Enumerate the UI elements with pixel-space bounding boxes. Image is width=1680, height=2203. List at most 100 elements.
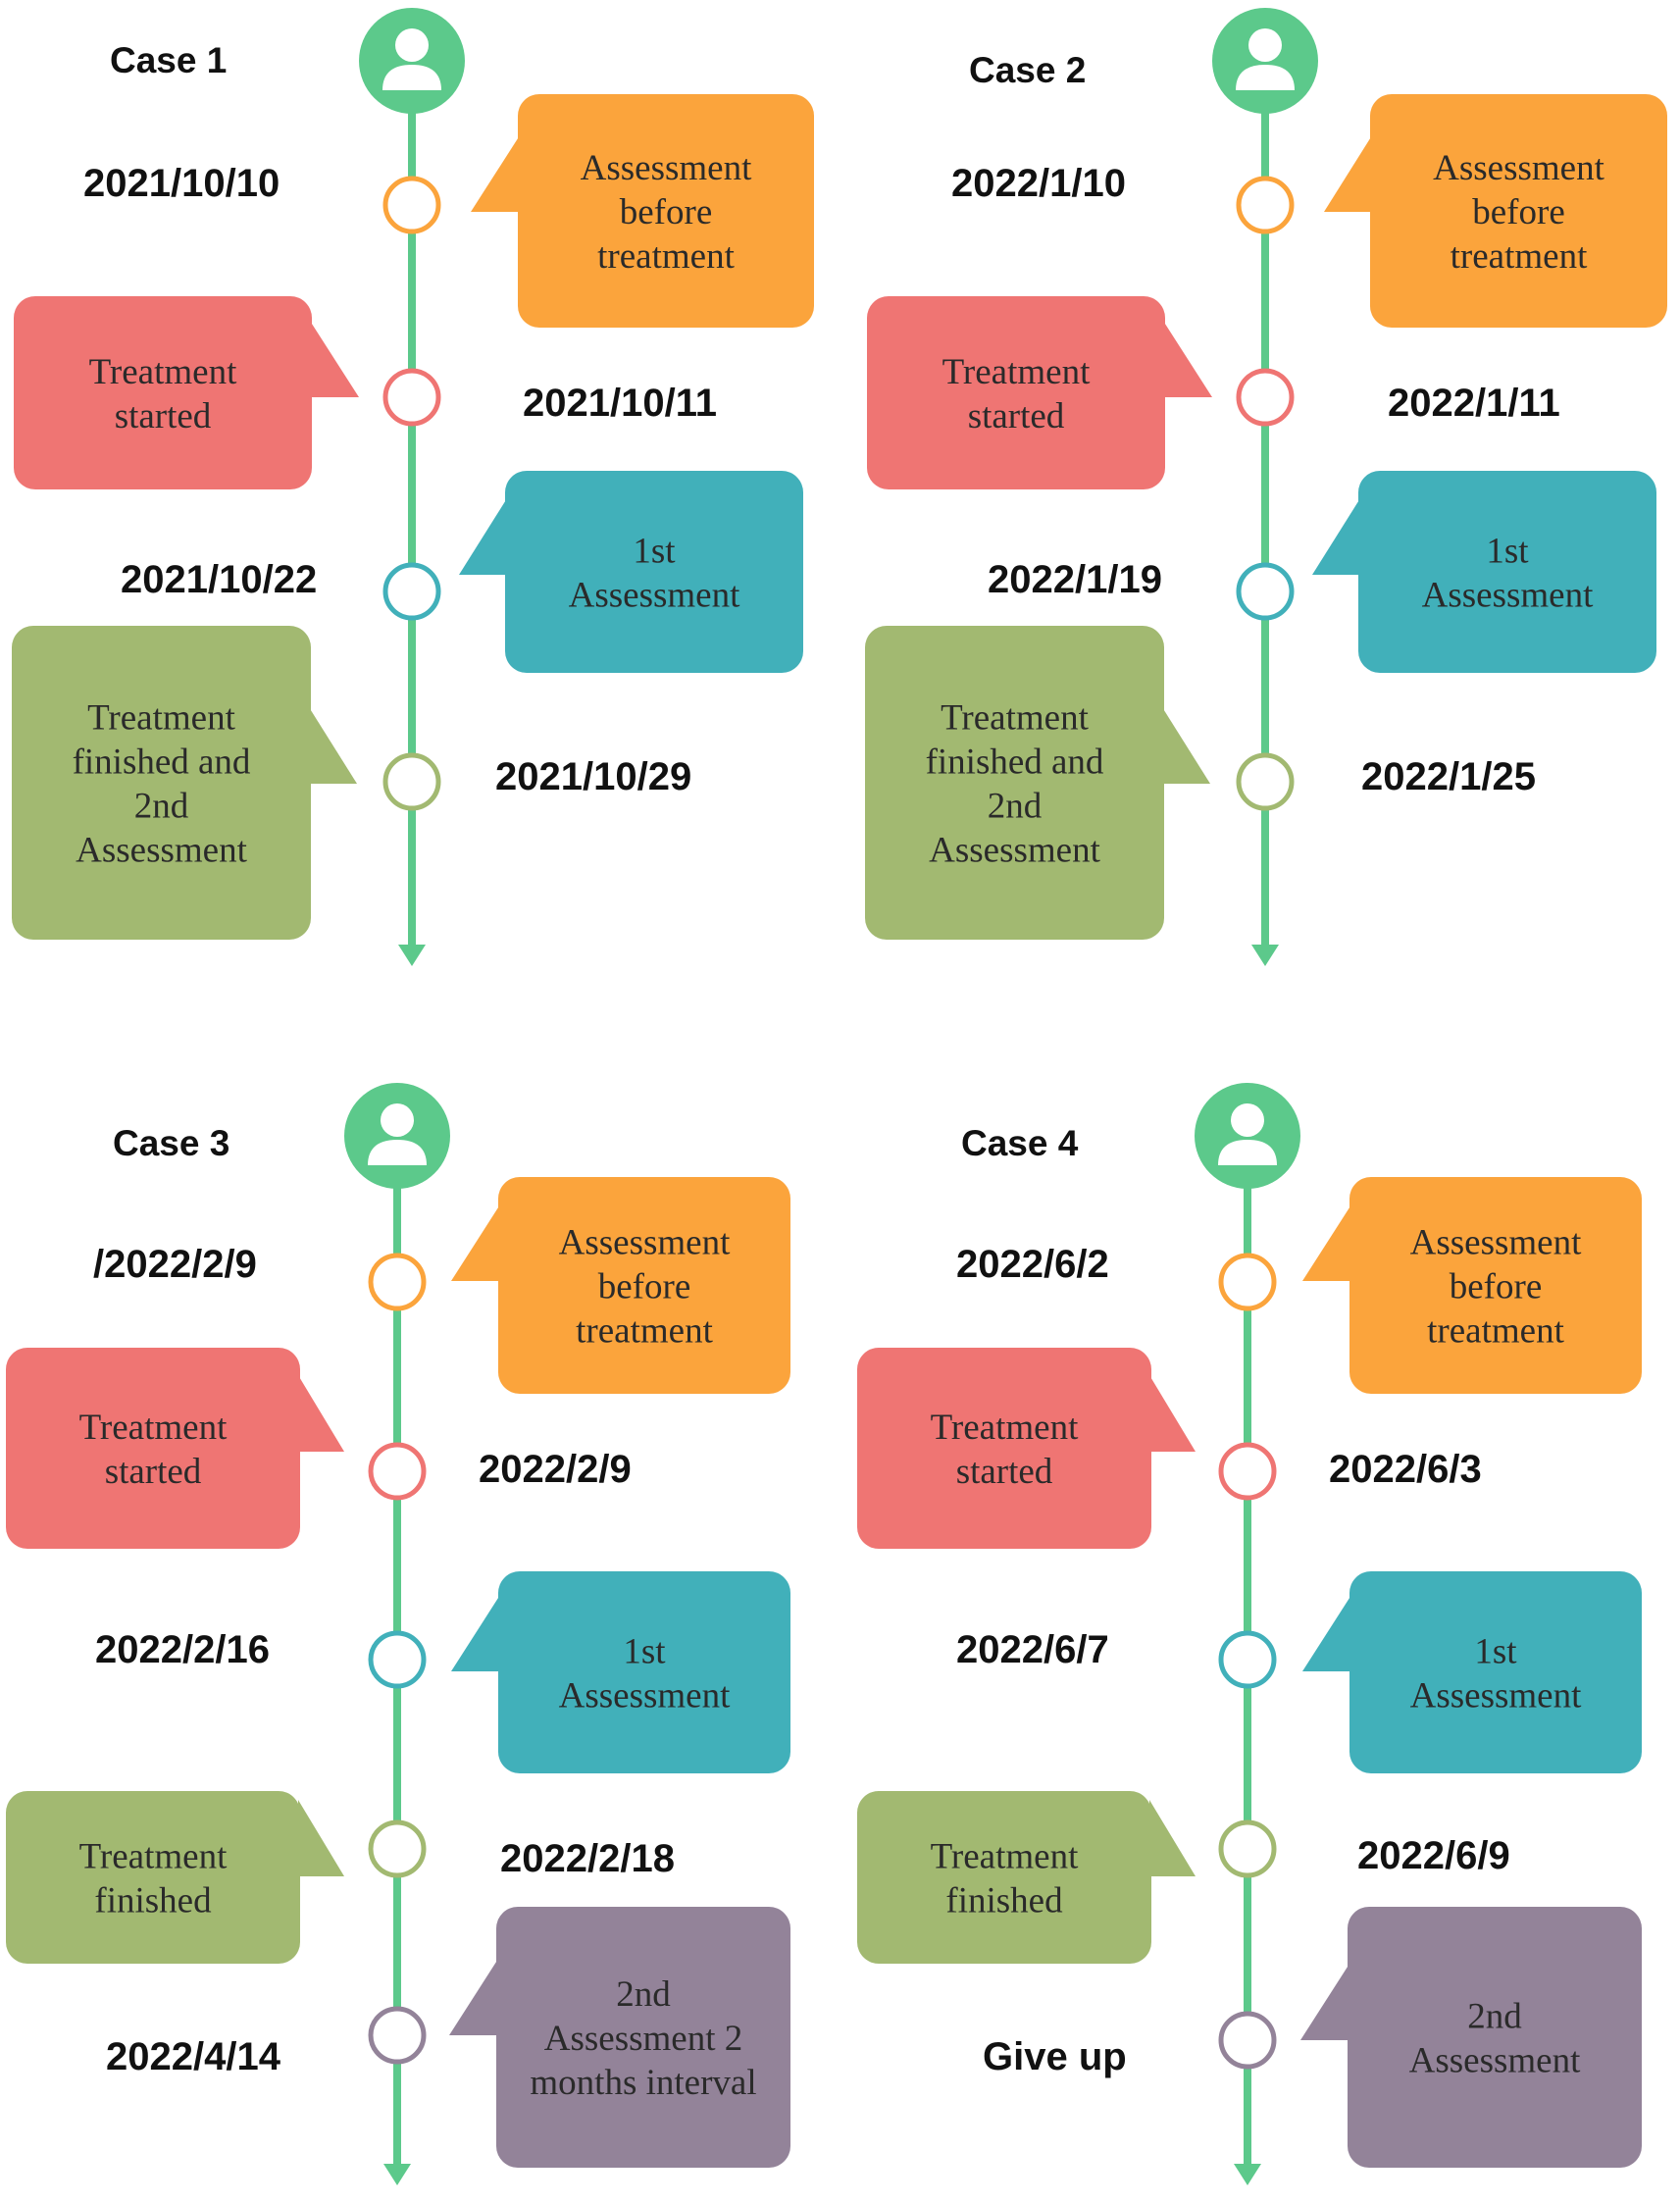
event-label-line: finished [94,1881,212,1921]
event-date: 2022/1/10 [951,162,1126,205]
event-label-line: 2nd [988,787,1043,827]
event-label-line: Treatment [79,1408,228,1448]
event-node [368,2006,427,2065]
event-label-line: started [115,396,212,436]
event-label-line: Treatment [931,1408,1079,1448]
event-date: 2021/10/22 [121,558,317,601]
event-date: 2022/2/18 [500,1837,675,1880]
timeline-arrow-head [1251,945,1279,966]
event-label-line: treatment [597,236,735,277]
event-label-line: 2nd [1467,1997,1522,2037]
event-label-line: Assessment [1409,2041,1581,2081]
event-label-line: Treatment [942,352,1091,392]
event-label-line: Assessment [1410,1676,1582,1716]
event-label-line: before [1450,1267,1543,1307]
event-label-line: 2nd [616,1974,671,2015]
event-date: 2022/1/11 [1388,382,1560,425]
event-label-line: started [956,1452,1053,1492]
event-label-line: treatment [576,1311,713,1352]
event-date: 2022/1/25 [1361,755,1536,798]
event-date: 2021/10/29 [495,755,691,798]
event-label-line: Assessment [1410,1223,1582,1263]
event-label-line: Assessment [559,1676,731,1716]
event-node [368,1253,427,1311]
person-icon [344,1083,450,1189]
event-date: 2022/6/9 [1357,1834,1510,1877]
event-label-line: treatment [1451,236,1588,277]
event-label-line: months interval [530,2063,756,2103]
case-title: Case 3 [113,1123,229,1163]
event-label-line: 1st [633,532,676,572]
event-label-line: started [105,1452,202,1492]
event-label-line: 1st [623,1632,666,1672]
event-node [382,752,441,811]
event-node [368,1630,427,1689]
case-title: Case 1 [110,40,227,80]
person-icon [359,8,465,114]
event-node [1236,752,1295,811]
event-label-line: Assessment [569,576,740,616]
event-label-line: 2nd [134,787,189,827]
event-date: 2022/2/9 [479,1448,632,1491]
event-label-line: Assessment [559,1223,731,1263]
event-node [382,176,441,234]
event-node [1218,1630,1277,1689]
event-node [1236,368,1295,427]
case-title: Case 2 [969,50,1086,90]
event-date: 2022/1/19 [988,558,1162,601]
event-label-line: Treatment [89,352,237,392]
event-label-line: finished [945,1881,1063,1921]
event-node [382,368,441,427]
person-icon [1195,1083,1300,1189]
event-label-line: treatment [1427,1311,1564,1352]
event-label-line: Treatment [87,698,235,739]
event-label-line: Assessment [76,831,247,871]
event-date: 2021/10/10 [83,162,280,205]
event-node [1218,2011,1277,2070]
event-label-line: finished and [926,743,1104,783]
event-node [1218,1253,1277,1311]
timeline-arrow-head [383,2164,411,2185]
event-label-line: Assessment [1433,148,1604,188]
person-icon [1212,8,1318,114]
event-label-line: 1st [1474,1632,1517,1672]
event-node [1236,562,1295,621]
event-date: 2022/6/2 [956,1243,1109,1286]
event-label-line: Treatment [79,1837,228,1877]
event-node [368,1442,427,1501]
event-date: 2022/6/3 [1329,1448,1482,1491]
event-node [368,1819,427,1878]
event-node [1236,176,1295,234]
event-label-line: 1st [1486,532,1529,572]
event-label-line: Treatment [941,698,1089,739]
case-timeline-4: Case 4Assessmentbeforetreatment2022/6/2T… [857,1083,1642,2185]
event-date: 2022/6/7 [956,1628,1109,1671]
